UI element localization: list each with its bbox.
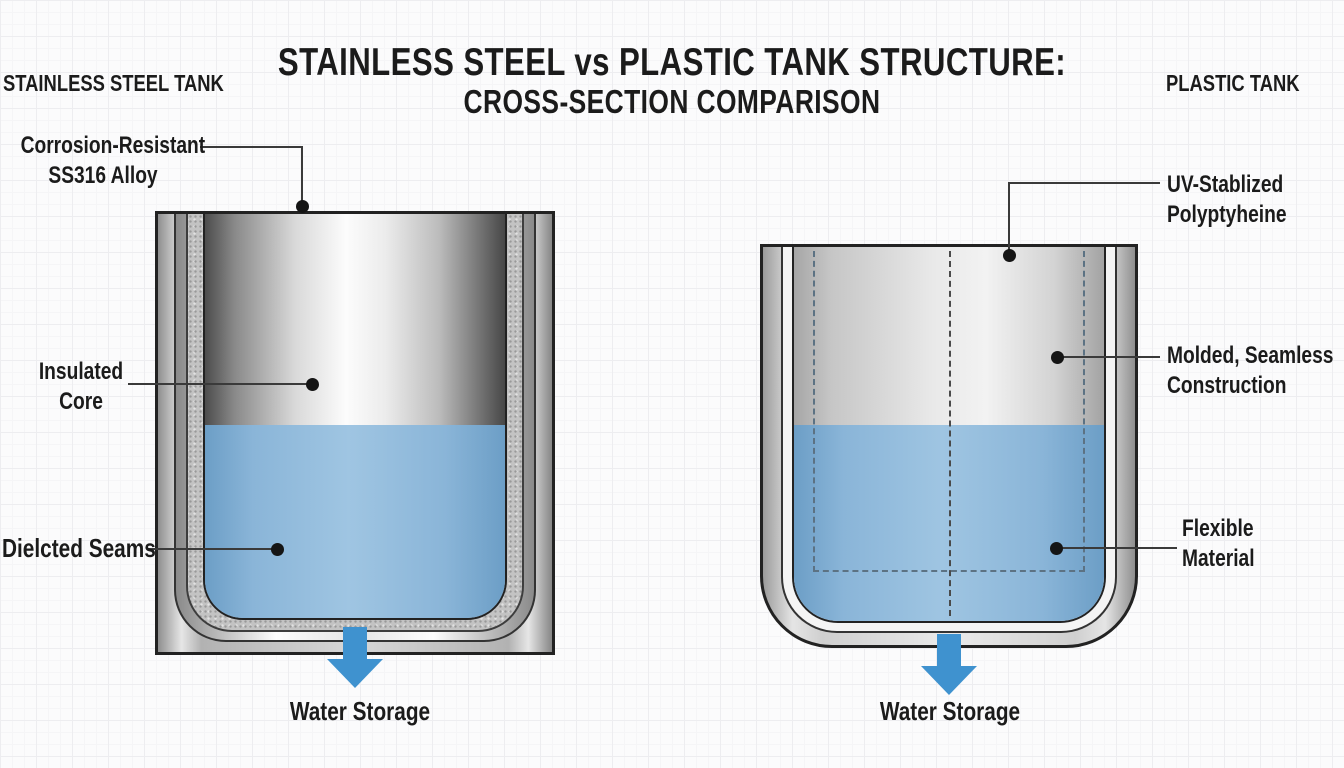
label-alloy-line2: SS316 Alloy: [48, 162, 158, 189]
stainless-outer-liner: [174, 214, 536, 642]
page-title-line1: STAINLESS STEEL vs PLASTIC TANK STRUCTUR…: [277, 41, 1067, 84]
label-uv-line2: Polyptyheine: [1167, 201, 1287, 228]
seams-callout-dot: [271, 543, 284, 556]
plastic-centerline-dashed: [949, 251, 951, 616]
label-corrosion-resistant-alloy: Corrosion-Resistant SS316 Alloy: [20, 131, 206, 191]
page-title: STAINLESS STEEL vs PLASTIC TANK STRUCTUR…: [134, 41, 1209, 121]
label-uv-line1: UV-Stablized: [1167, 171, 1284, 198]
core-callout-dot: [306, 378, 319, 391]
construction-callout-line: [1062, 356, 1160, 358]
uv-callout-dot: [1003, 249, 1016, 262]
uv-callout-line-horizontal: [1008, 182, 1160, 184]
seams-callout-line: [148, 548, 277, 550]
plastic-wall-gap: [781, 247, 1117, 633]
plastic-tank-heading: PLASTIC TANK: [1166, 70, 1300, 96]
label-seams: Dielcted Seams: [2, 533, 156, 563]
down-arrow-stem: [343, 627, 367, 659]
label-uv-stabilized-material: UV-Stablized Polyptyheine: [1167, 170, 1287, 230]
page-title-line2: CROSS-SECTION COMPARISON: [463, 83, 881, 121]
stainless-insulation-layer: [186, 214, 524, 632]
label-core-line1: Insulated: [38, 358, 124, 385]
down-arrow-head: [327, 659, 383, 688]
label-molded-seamless: Molded, Seamless Construction: [1167, 341, 1333, 401]
stainless-tank-interior: [203, 214, 507, 620]
down-arrow-stem: [937, 634, 961, 666]
construction-callout-dot: [1051, 351, 1064, 364]
label-flexible-line1: Flexible: [1182, 515, 1254, 542]
label-molded-line2: Construction: [1167, 372, 1287, 399]
label-flexible-material: Flexible Material: [1182, 514, 1255, 574]
flexible-callout-dot: [1050, 542, 1063, 555]
alloy-callout-line-horizontal: [200, 146, 303, 148]
label-insulated-core: Insulated Core: [33, 357, 129, 417]
stainless-tank-heading: STAINLESS STEEL TANK: [3, 70, 224, 96]
label-alloy-line1: Corrosion-Resistant: [20, 132, 206, 159]
stainless-water-fill: [205, 425, 505, 618]
label-molded-line1: Molded, Seamless: [1167, 342, 1334, 369]
plastic-tank-interior: [792, 247, 1106, 623]
uv-callout-line-vertical: [1008, 182, 1010, 252]
down-arrow-head: [921, 666, 977, 695]
alloy-callout-dot: [296, 200, 309, 213]
water-storage-caption-right: Water Storage: [879, 696, 1021, 726]
stainless-tank-diagram: [155, 211, 555, 655]
water-storage-caption-left: Water Storage: [289, 696, 431, 726]
flexible-callout-line: [1061, 547, 1177, 549]
label-core-line2: Core: [59, 388, 103, 415]
label-flexible-line2: Material: [1182, 545, 1255, 572]
plastic-tank-diagram: [760, 244, 1138, 648]
stainless-inner-wall: [205, 214, 505, 425]
core-callout-line: [128, 383, 312, 385]
alloy-callout-line-vertical: [301, 146, 303, 204]
